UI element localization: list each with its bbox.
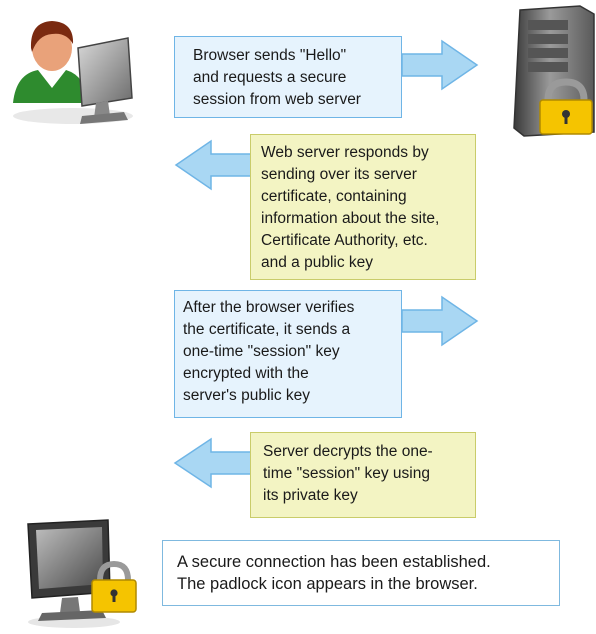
step-4-line: Server decrypts the one-: [263, 443, 433, 460]
result-box: A secure connection has been established…: [162, 540, 560, 606]
step-4-box: Server decrypts the one- time "session" …: [250, 432, 476, 518]
step-2-line: Certificate Authority, etc.: [261, 232, 428, 249]
step-4-line: its private key: [263, 487, 358, 504]
step-3-box: After the browser verifies the certifica…: [174, 290, 402, 418]
step-3-line: After the browser verifies: [183, 299, 355, 316]
step-2-line: and a public key: [261, 254, 374, 271]
arrow-right-1: [401, 39, 479, 91]
step-3-line: the certificate, it sends a: [183, 321, 351, 338]
arrow-left-1: [174, 139, 252, 191]
step-2-line: certificate, containing: [261, 188, 407, 205]
step-2-line: Web server responds by: [261, 144, 429, 161]
step-1-line: Browser sends "Hello": [193, 47, 347, 64]
arrow-left-2: [173, 437, 253, 489]
result-line: A secure connection has been established…: [177, 553, 491, 571]
secure-monitor-icon: [27, 519, 137, 628]
step-3-line: encrypted with the: [183, 365, 309, 382]
step-2-line: sending over its server: [261, 166, 417, 183]
step-3-line: server's public key: [183, 387, 311, 404]
step-2-box: Web server responds by sending over its …: [250, 134, 476, 280]
user-computer-icon: [13, 21, 133, 124]
step-1-box: Browser sends "Hello" and requests a sec…: [174, 36, 402, 118]
server-icon: [513, 5, 595, 137]
step-1-line: and requests a secure: [193, 69, 347, 86]
step-2-line: information about the site,: [261, 210, 440, 227]
step-4-line: time "session" key using: [263, 465, 430, 482]
step-3-line: one-time "session" key: [183, 343, 340, 360]
result-line: The padlock icon appears in the browser.: [177, 575, 478, 593]
arrow-right-2: [401, 295, 479, 347]
step-1-line: session from web server: [193, 91, 361, 108]
